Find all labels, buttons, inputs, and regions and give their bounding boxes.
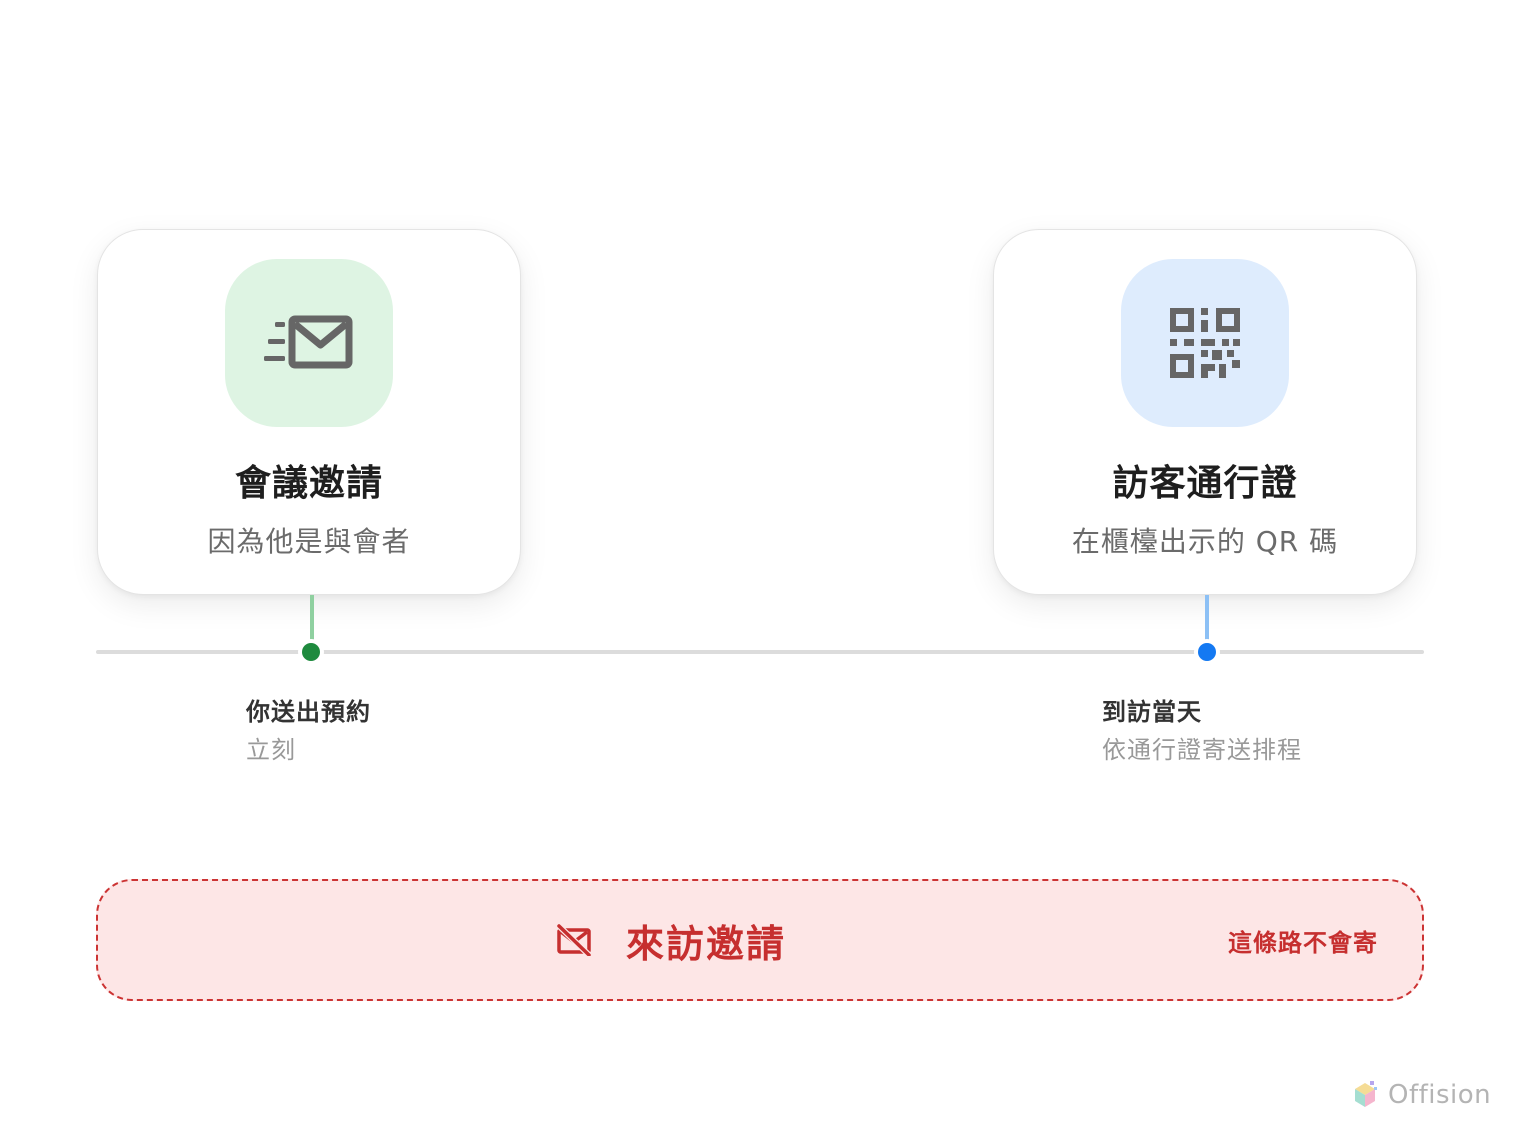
brand-name: Offision	[1388, 1080, 1492, 1110]
milestone-visit-day-title: 到訪當天	[1102, 698, 1202, 726]
offision-logo-icon	[1355, 1081, 1377, 1107]
mail-off-icon	[556, 924, 592, 956]
banner-title: 來訪邀請	[626, 921, 787, 966]
fast-mail-icon	[264, 315, 353, 369]
timeline-axis	[96, 650, 1424, 654]
visitor-pass-card: 訪客通行證 在櫃檯出示的 QR 碼	[993, 229, 1417, 595]
meeting-invite-card: 會議邀請 因為他是與會者	[97, 229, 521, 595]
visit-invite-banner: 來訪邀請 這條路不會寄	[96, 879, 1424, 1001]
timeline-dot-start	[302, 643, 320, 661]
meeting-invite-title: 會議邀請	[234, 463, 383, 504]
meeting-invite-subtitle: 因為他是與會者	[207, 525, 411, 558]
meeting-invite-connector	[310, 595, 314, 641]
milestone-visit-day-subtitle: 依通行證寄送排程	[1102, 736, 1302, 764]
milestone-visit-day: 到訪當天 依通行證寄送排程	[1102, 696, 1302, 766]
milestone-start-subtitle: 立刻	[246, 736, 296, 764]
milestone-start: 你送出預約 立刻	[246, 696, 371, 766]
visitor-pass-connector	[1205, 595, 1209, 641]
qr-code-icon	[1170, 308, 1240, 378]
visitor-pass-icon-tile	[1121, 259, 1289, 427]
milestone-start-title: 你送出預約	[246, 698, 371, 726]
timeline-dot-visit-day	[1198, 643, 1216, 661]
visitor-pass-title: 訪客通行證	[1112, 463, 1298, 504]
meeting-invite-icon-tile	[225, 259, 393, 427]
banner-note: 這條路不會寄	[1228, 928, 1378, 957]
visitor-pass-subtitle: 在櫃檯出示的 QR 碼	[1071, 525, 1339, 558]
brand-watermark: Offision	[1352, 1080, 1491, 1110]
